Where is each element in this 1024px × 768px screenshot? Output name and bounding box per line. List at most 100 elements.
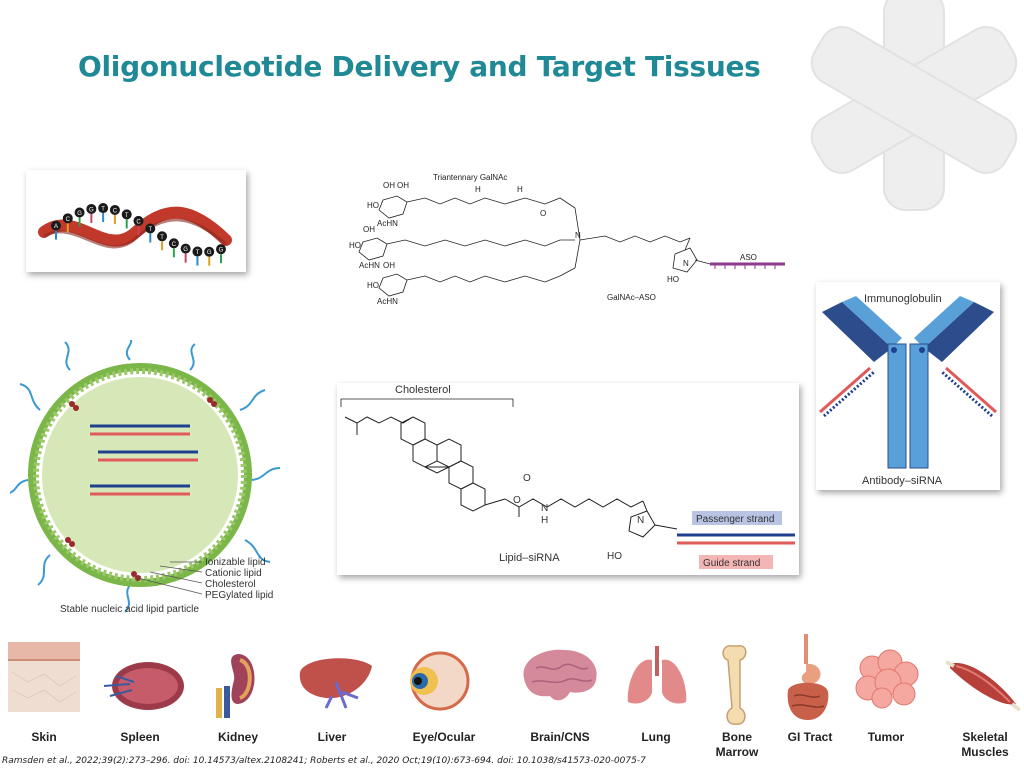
galnac-aso-panel: Triantennary GalNAc ASO GalNAc–ASO OH OH — [345, 168, 785, 308]
tissue-label-liver: Liver — [317, 730, 347, 744]
dna-base-letter: C — [136, 219, 141, 225]
gi-tract-icon — [787, 634, 829, 720]
dna-base-letter: G — [219, 248, 224, 254]
lipid-nanoparticle-panel: Ionizable lipid Cationic lipid Cholester… — [5, 335, 300, 620]
galnac-structure: Triantennary GalNAc ASO GalNAc–ASO OH OH — [349, 173, 785, 306]
tissue-label-gi-tract: GI Tract — [787, 730, 833, 744]
dna-base-letter: T — [125, 213, 129, 219]
slide-title: Oligonucleotide Delivery and Target Tiss… — [78, 50, 761, 83]
lipid-chem-o-2: O — [513, 495, 521, 506]
lipid-sirna-caption: Lipid–siRNA — [499, 552, 560, 564]
tissue-label-eye: Eye/Ocular — [412, 730, 476, 744]
chem-oh-3: OH — [363, 225, 375, 234]
chem-oh-4: OH — [383, 261, 395, 270]
dna-base-bead — [204, 246, 215, 257]
dna-base-bead — [145, 223, 156, 234]
chem-n-1: N — [575, 231, 581, 240]
galnac-title: Triantennary GalNAc — [433, 173, 507, 182]
chem-achn-1: AcHN — [377, 219, 398, 228]
antibody-illustration: Immunoglobulin Antibody–siRNA — [819, 293, 997, 487]
lipid-chem-n-2: N — [637, 515, 644, 526]
lnp-caption: Stable nucleic acid lipid particle — [60, 604, 199, 615]
tissue-label-kidney: Kidney — [217, 730, 258, 744]
passenger-strand-label: Passenger strand — [696, 514, 774, 525]
dna-base-bead — [133, 215, 144, 226]
dna-base-bead — [180, 243, 191, 254]
tissue-label-lung: Lung — [641, 730, 671, 744]
lipid-chem-h-1: H — [541, 515, 548, 526]
spleen-icon — [103, 662, 184, 710]
lung-icon — [627, 646, 687, 704]
dna-base-bead — [121, 209, 132, 220]
lipid-chem-o-1: O — [523, 473, 531, 484]
tissue-label-brain: Brain/CNS — [530, 730, 590, 744]
dna-base-bead — [109, 204, 120, 215]
tissue-row: Skin Spleen Kidney Liver Eye/Ocular Brai… — [0, 632, 1024, 759]
chem-achn-2: AcHN — [359, 261, 380, 270]
chem-ho-4: HO — [667, 275, 679, 284]
dna-base-bead — [86, 203, 97, 214]
dna-base-letter: T — [101, 207, 105, 213]
dna-base-bead — [216, 244, 226, 255]
cholesterol-label: Cholesterol — [395, 384, 451, 396]
dna-base-bead — [74, 207, 85, 218]
chem-ho-1: HO — [367, 201, 379, 210]
liver-icon — [299, 658, 372, 709]
guide-strand-label: Guide strand — [703, 558, 760, 569]
lipid-nanoparticle-illustration: Ionizable lipid Cationic lipid Cholester… — [5, 335, 281, 615]
skin-icon — [8, 642, 80, 712]
cholesterol-sirna-structure: Cholesterol O O N H N HO Lipid–siRNA Pas… — [340, 384, 795, 569]
chem-ho-2: HO — [349, 241, 361, 250]
chem-oh-1: OH — [383, 181, 395, 190]
chem-h-2: H — [517, 185, 523, 194]
lnp-legend-peg: PEGylated lipid — [205, 590, 273, 601]
dna-base-letter: T — [160, 235, 164, 241]
dna-base-letter: C — [66, 217, 71, 223]
aso-label: ASO — [740, 253, 757, 262]
dna-base-bead — [51, 220, 61, 231]
tissue-label-spleen: Spleen — [120, 730, 160, 744]
dna-base-bead — [98, 203, 109, 214]
tumor-icon — [855, 649, 919, 709]
lipid-sirna-panel: Cholesterol O O N H N HO Lipid–siRNA Pas… — [337, 383, 799, 575]
tissue-label-tumor: Tumor — [867, 730, 905, 744]
dna-base-letter: C — [113, 208, 118, 214]
tissue-label-bone-marrow: Bone Marrow — [715, 730, 759, 759]
lipid-chem-ho: HO — [607, 551, 622, 562]
chem-achn-3: AcHN — [377, 297, 398, 306]
dna-base-bead — [192, 246, 203, 257]
galnac-caption: GalNAc–ASO — [607, 293, 656, 302]
antibody-sirna-panel: Immunoglobulin Antibody–siRNA — [816, 282, 1000, 490]
lnp-legend-cholesterol: Cholesterol — [205, 579, 256, 590]
brain-icon — [523, 649, 597, 701]
citation: Ramsden et al., 2022;39(2):273–296. doi:… — [2, 756, 646, 766]
lnp-legend-ionizable: Ionizable lipid — [205, 557, 266, 568]
antibody-sirna-caption: Antibody–siRNA — [862, 475, 943, 487]
lipid-chem-n-1: N — [541, 503, 548, 514]
dna-base-letter: A — [54, 224, 58, 230]
chem-oh-2: OH — [397, 181, 409, 190]
muscle-icon — [946, 660, 1020, 712]
watermark-asterisk-icon — [810, 0, 1018, 211]
dna-base-letter: T — [196, 250, 200, 256]
bone-icon — [722, 645, 747, 725]
dna-base-letter: C — [172, 242, 177, 248]
dna-base-letter: G — [207, 250, 212, 256]
kidney-icon — [216, 654, 255, 718]
chem-h-1: H — [475, 185, 481, 194]
chem-ho-3: HO — [367, 281, 379, 290]
tissue-label-skeletal-muscles: Skeletal Muscles — [961, 730, 1009, 759]
dna-base-letter: G — [89, 207, 94, 213]
chem-n-2: N — [683, 259, 689, 268]
dna-base-bead — [168, 238, 179, 249]
dna-base-letter: G — [77, 211, 82, 217]
eye-icon — [410, 651, 470, 711]
dna-base-letter: T — [148, 227, 152, 233]
lnp-legend-cationic: Cationic lipid — [205, 568, 262, 579]
immunoglobulin-label: Immunoglobulin — [864, 293, 942, 305]
chem-o-1: O — [540, 209, 546, 218]
dna-base-letter: G — [183, 247, 188, 253]
dna-base-bead — [62, 213, 73, 224]
